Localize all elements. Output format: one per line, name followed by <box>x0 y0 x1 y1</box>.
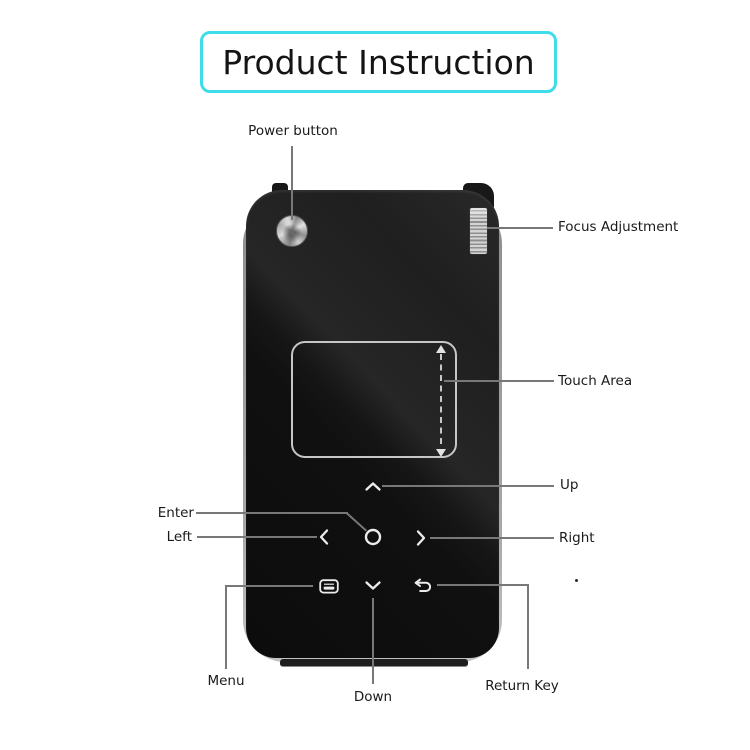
leader-line-left <box>197 536 317 538</box>
leader-line-up <box>382 485 554 487</box>
label-right: Right <box>559 530 595 546</box>
leader-line-return-v <box>527 584 529 669</box>
label-enter: Enter <box>157 505 194 521</box>
label-up: Up <box>560 477 579 493</box>
focus-wheel <box>470 208 487 254</box>
label-return-key: Return Key <box>485 678 559 694</box>
chevron-down-icon <box>364 580 382 591</box>
label-focus-adjustment: Focus Adjustment <box>558 219 679 235</box>
menu-icon <box>319 579 339 594</box>
leader-line-menu-v <box>225 585 227 669</box>
leader-line-return-h <box>437 584 529 586</box>
chevron-right-icon <box>415 529 427 547</box>
enter-circle-icon <box>363 527 383 547</box>
device-stand-bar <box>280 659 468 667</box>
label-down: Down <box>353 689 393 705</box>
leader-line-focus <box>487 227 553 229</box>
return-icon <box>412 577 434 593</box>
chevron-up-icon <box>364 481 382 492</box>
scroll-arrow-down-icon <box>436 449 446 457</box>
touch-area <box>291 341 457 458</box>
leader-line-enter <box>196 512 348 514</box>
label-left: Left <box>166 529 192 545</box>
label-menu: Menu <box>207 673 245 689</box>
label-power-button: Power button <box>248 123 338 139</box>
scroll-indicator <box>440 354 442 444</box>
leader-line-power <box>291 146 293 220</box>
image-speck <box>575 579 578 582</box>
label-touch-area: Touch Area <box>558 373 633 389</box>
leader-line-right <box>430 537 554 539</box>
leader-line-touch <box>444 380 554 382</box>
page-title: Product Instruction <box>222 42 535 82</box>
leader-line-menu-h <box>225 585 313 587</box>
leader-line-down <box>372 598 374 684</box>
title-box: Product Instruction <box>200 31 557 93</box>
chevron-left-icon <box>318 528 330 546</box>
scroll-arrow-up-icon <box>436 345 446 353</box>
